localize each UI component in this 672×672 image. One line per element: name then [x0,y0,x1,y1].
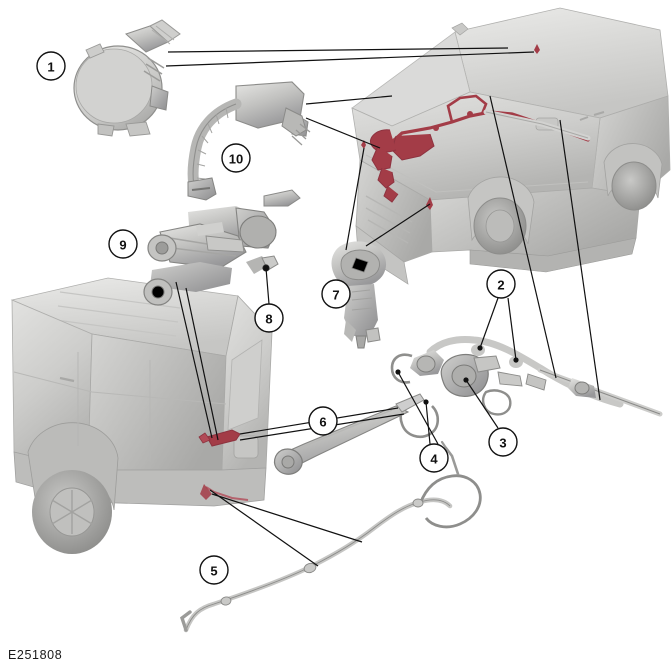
callout-1[interactable]: 1 [36,51,66,81]
callout-5[interactable]: 5 [199,555,229,585]
callout-9[interactable]: 9 [108,229,138,259]
figure-id: E251808 [8,648,63,662]
callout-1-label: 1 [47,60,54,75]
callout-7-label: 7 [332,288,339,303]
part-rear-wiper-motor [143,189,301,306]
callout-10[interactable]: 10 [221,143,251,173]
callout-6-label: 6 [319,415,326,430]
callout-5-label: 5 [210,564,217,579]
callout-4-label: 4 [430,452,438,467]
callout-8-label: 8 [265,312,272,327]
part-washer-jet-nozzle [331,241,387,349]
rear-wiper-highlight [198,429,249,501]
part-washer-filler-neck [187,81,311,201]
callout-6[interactable]: 6 [308,406,338,436]
callout-8[interactable]: 8 [254,303,284,333]
callout-3[interactable]: 3 [488,427,518,457]
callout-2[interactable]: 2 [486,269,516,299]
rear-vehicle-view [10,277,273,554]
callout-3-label: 3 [499,436,506,451]
part-rear-wiper-arm [273,393,425,475]
front-washer-hose-highlight [361,44,591,210]
callout-markers: 1 2 3 4 5 6 7 [36,51,518,585]
front-vehicle-view [351,7,671,285]
callout-4[interactable]: 4 [419,443,449,473]
callout-7[interactable]: 7 [321,279,351,309]
callout-10-label: 10 [229,152,243,167]
part-rear-washer-hose [179,440,482,633]
part-front-wiper-linkage [390,336,663,438]
callout-2-label: 2 [497,278,504,293]
part-washer-fluid-reservoir [73,19,181,137]
callout-9-label: 9 [119,238,126,253]
leader-dots [263,265,519,405]
